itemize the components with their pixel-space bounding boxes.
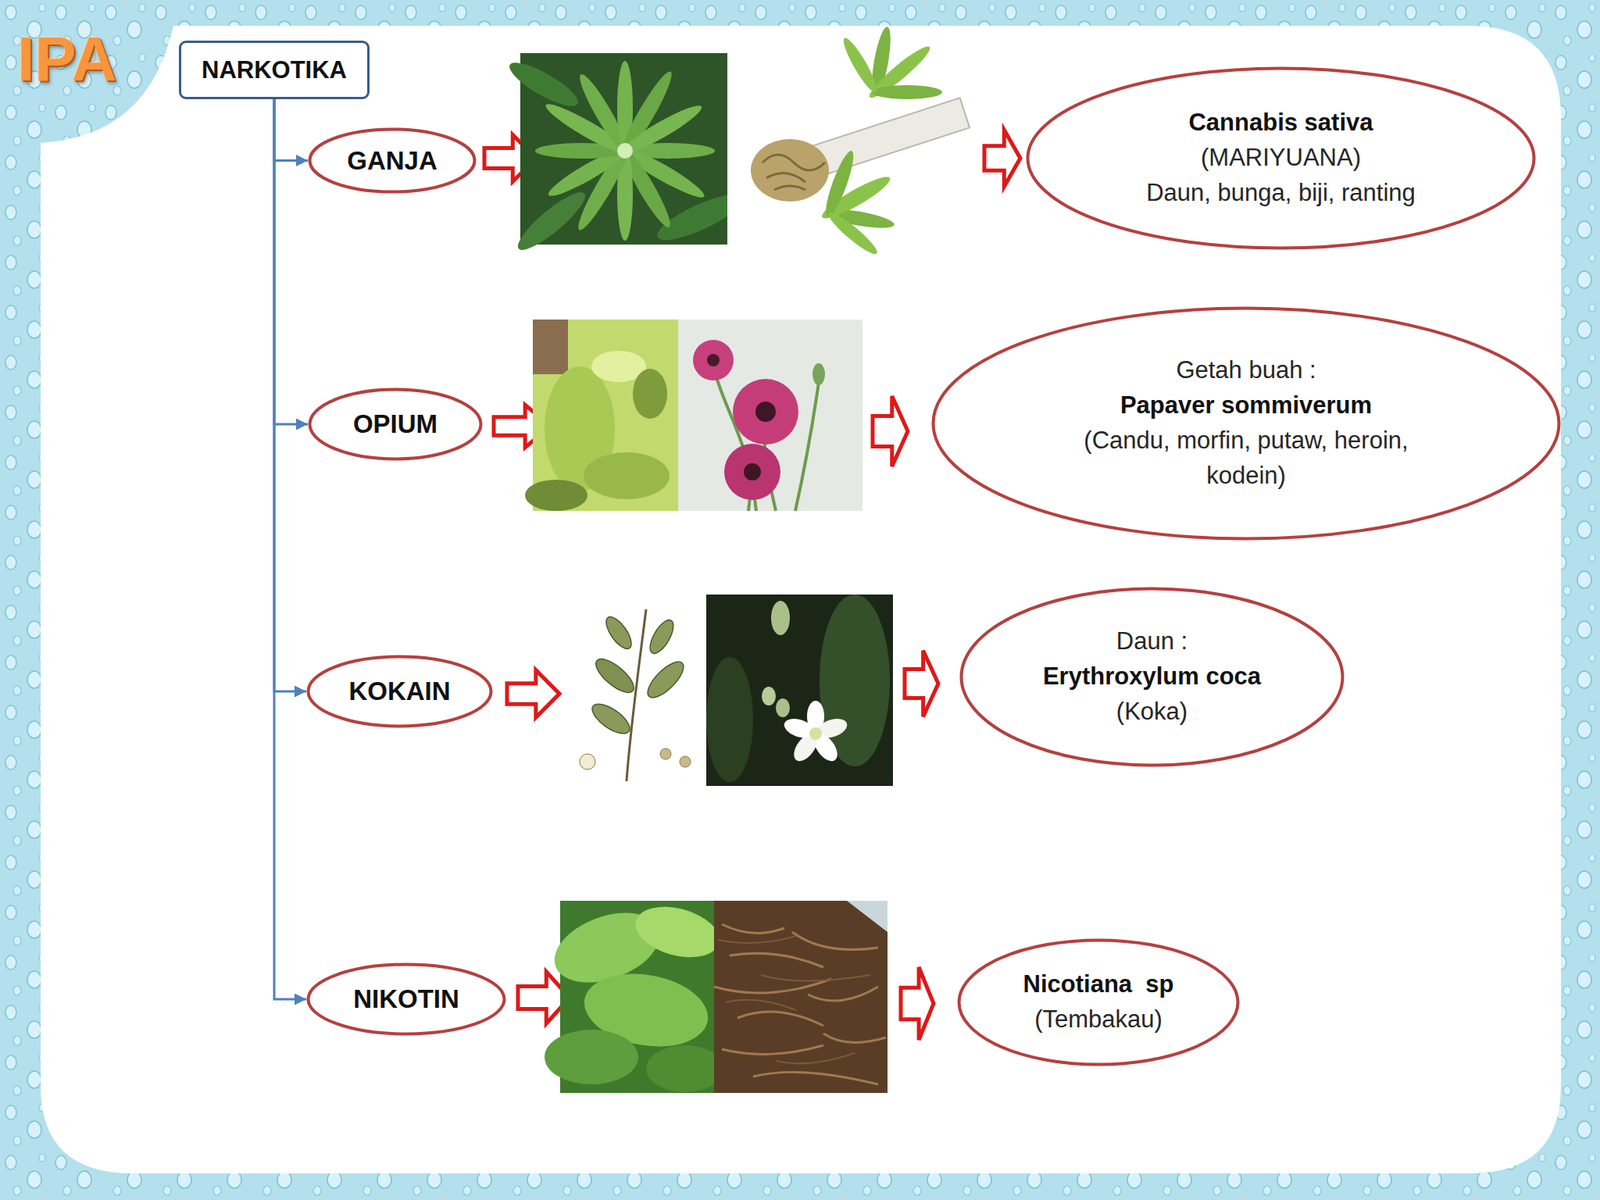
ellipse-shape bbox=[310, 389, 482, 460]
node-text: (Candu, morfin, putaw, heroin, kodein) bbox=[1042, 423, 1450, 494]
node-text: Getah buah : bbox=[1175, 353, 1316, 389]
node-text: Daun : bbox=[1116, 624, 1188, 660]
text-stack: NIKOTIN bbox=[306, 962, 507, 1036]
category-box: NARKOTIKA bbox=[178, 40, 370, 100]
node-heading: Nicotiana sp bbox=[1023, 967, 1175, 1003]
tree-connector bbox=[274, 99, 308, 161]
description-ellipse: Nicotiana sp(Tembakau) bbox=[957, 938, 1240, 1067]
text-stack: OPIUM bbox=[307, 387, 483, 461]
node-heading: GANJA bbox=[346, 142, 438, 180]
category-ellipse: GANJA bbox=[307, 127, 477, 194]
text-stack: Getah buah :Papaver sommiverum(Candu, mo… bbox=[931, 306, 1561, 541]
text-stack: NARKOTIKA bbox=[181, 42, 368, 97]
node-text: (MARIYUANA) bbox=[1200, 140, 1361, 176]
node-heading: OPIUM bbox=[353, 405, 438, 443]
tobacco-plant-photo bbox=[544, 898, 725, 1093]
category-ellipse: NIKOTIN bbox=[306, 962, 507, 1036]
hollow-arrow bbox=[984, 129, 1021, 187]
node-heading: NIKOTIN bbox=[353, 980, 460, 1018]
node-heading: Cannabis sativa bbox=[1188, 105, 1373, 141]
coca-illustration bbox=[564, 601, 704, 786]
dried-tobacco-photo bbox=[714, 900, 888, 1093]
cannabis-photo bbox=[504, 53, 748, 258]
logo-text: IPA bbox=[17, 23, 117, 96]
hollow-arrow bbox=[872, 396, 908, 467]
description-ellipse: Getah buah :Papaver sommiverum(Candu, mo… bbox=[931, 306, 1561, 541]
node-text: (Tembakau) bbox=[1034, 1002, 1163, 1038]
coca-flower-photo bbox=[706, 594, 893, 786]
text-stack: Nicotiana sp(Tembakau) bbox=[957, 938, 1240, 1067]
tree-connector bbox=[274, 99, 307, 1000]
ellipse-outline bbox=[931, 306, 1561, 541]
poppy-plant-photo bbox=[525, 319, 679, 511]
poppy-flower-photo bbox=[678, 319, 863, 511]
text-stack: KOKAIN bbox=[306, 654, 493, 729]
node-heading: Papaver sommiverum bbox=[1120, 388, 1372, 424]
tree-connector bbox=[274, 99, 308, 425]
text-stack: Cannabis sativa(MARIYUANA)Daun, bunga, b… bbox=[1025, 66, 1536, 250]
category-ellipse: KOKAIN bbox=[306, 654, 493, 729]
tree-connector bbox=[274, 99, 307, 692]
node-heading: KOKAIN bbox=[348, 672, 450, 711]
ellipse-shape bbox=[933, 308, 1560, 540]
hollow-arrow bbox=[507, 670, 560, 718]
node-text: (Koka) bbox=[1116, 694, 1188, 730]
text-stack: GANJA bbox=[307, 127, 477, 194]
node-heading: NARKOTIKA bbox=[201, 55, 347, 85]
ellipse-shape bbox=[308, 657, 492, 727]
node-text: Daun, bunga, biji, ranting bbox=[1146, 175, 1416, 211]
hollow-arrow bbox=[900, 967, 934, 1040]
white-panel bbox=[40, 25, 1561, 1174]
description-ellipse: Cannabis sativa(MARIYUANA)Daun, bunga, b… bbox=[1025, 66, 1536, 250]
description-ellipse: Daun :Erythroxylum coca(Koka) bbox=[959, 586, 1345, 768]
ellipse-shape bbox=[961, 589, 1343, 766]
category-ellipse: OPIUM bbox=[307, 387, 483, 461]
ellipse-shape bbox=[959, 940, 1239, 1065]
marijuana-photo bbox=[727, 25, 970, 259]
ellipse-shape bbox=[310, 129, 475, 193]
hollow-arrow bbox=[904, 650, 939, 718]
ellipse-outline bbox=[957, 938, 1240, 1067]
node-heading: Erythroxylum coca bbox=[1042, 659, 1261, 695]
text-stack: Daun :Erythroxylum coca(Koka) bbox=[959, 586, 1345, 768]
ellipse-shape bbox=[1028, 68, 1535, 249]
ellipse-shape bbox=[308, 964, 505, 1035]
